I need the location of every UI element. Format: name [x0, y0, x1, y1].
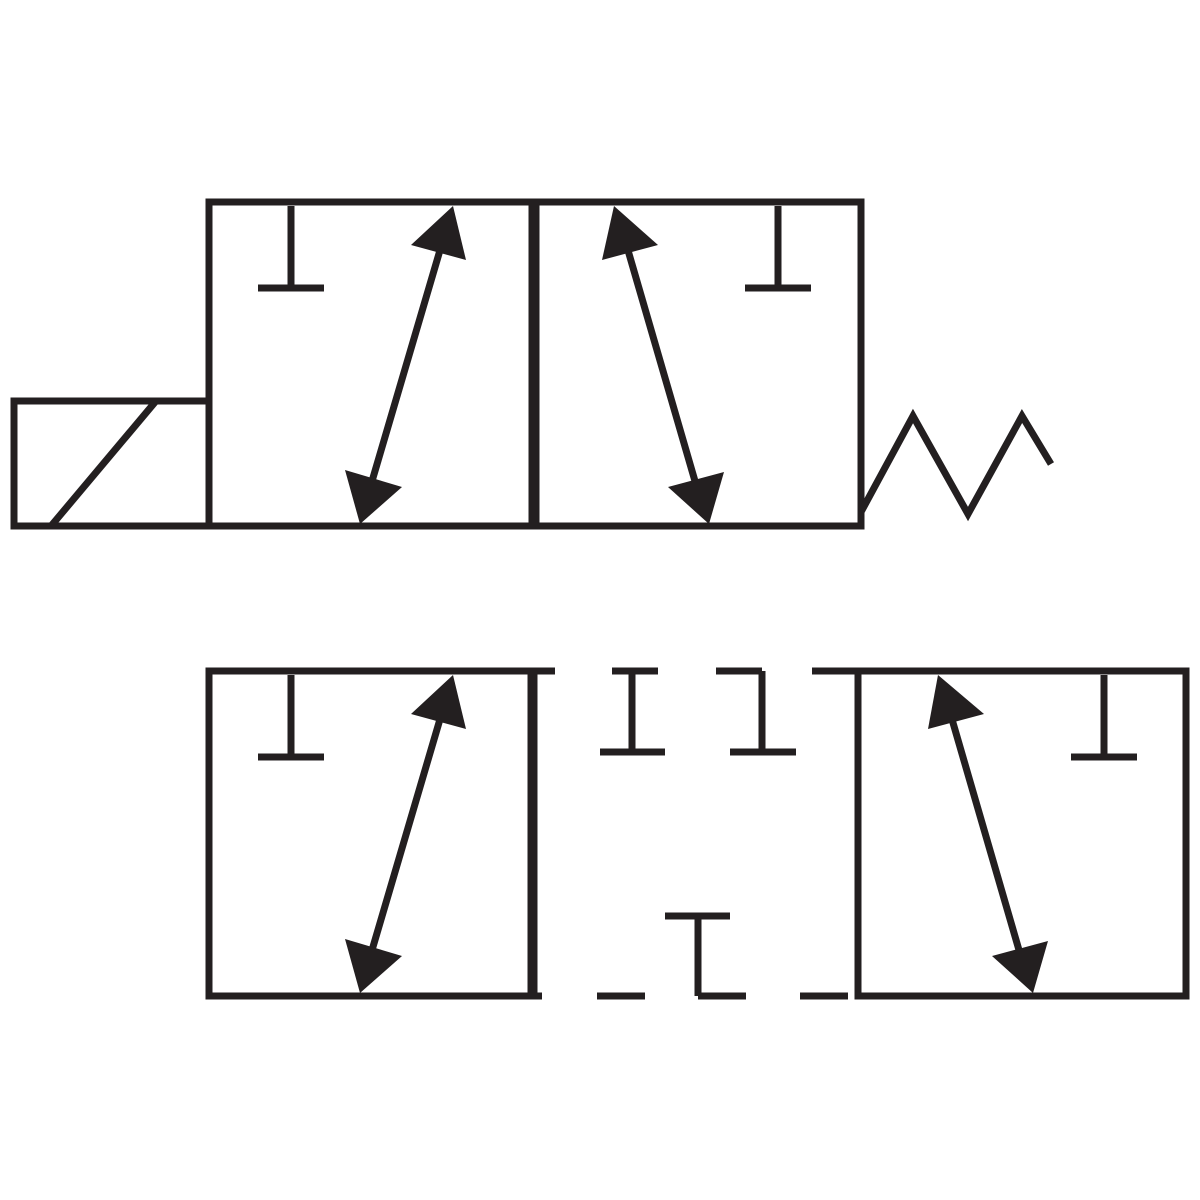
flow-arrow-double-icon	[345, 675, 466, 993]
solenoid-valve-symbol	[10, 198, 1054, 530]
solenoid-actuator-icon	[10, 397, 213, 530]
blocked-port-icon	[745, 206, 811, 292]
valve-position-box-right	[854, 667, 1190, 1000]
flow-arrow-double-icon	[928, 675, 1048, 993]
valve-position-box-center	[530, 667, 858, 1000]
blocked-port-icon	[665, 912, 730, 996]
valve-position-box-right	[532, 198, 865, 530]
blocked-port-icon	[258, 206, 324, 292]
blocked-port-icon	[600, 667, 665, 756]
spring-return-icon	[857, 408, 1054, 522]
blocked-port-icon	[258, 675, 324, 761]
valve-position-box-left	[205, 667, 535, 1000]
flow-arrow-double-icon	[345, 206, 466, 524]
blocked-port-icon	[716, 667, 796, 756]
three-position-valve-symbol	[205, 667, 1190, 1000]
flow-arrow-double-icon	[602, 206, 724, 524]
valve-position-box-left	[205, 198, 536, 530]
blocked-port-icon	[1071, 675, 1137, 761]
